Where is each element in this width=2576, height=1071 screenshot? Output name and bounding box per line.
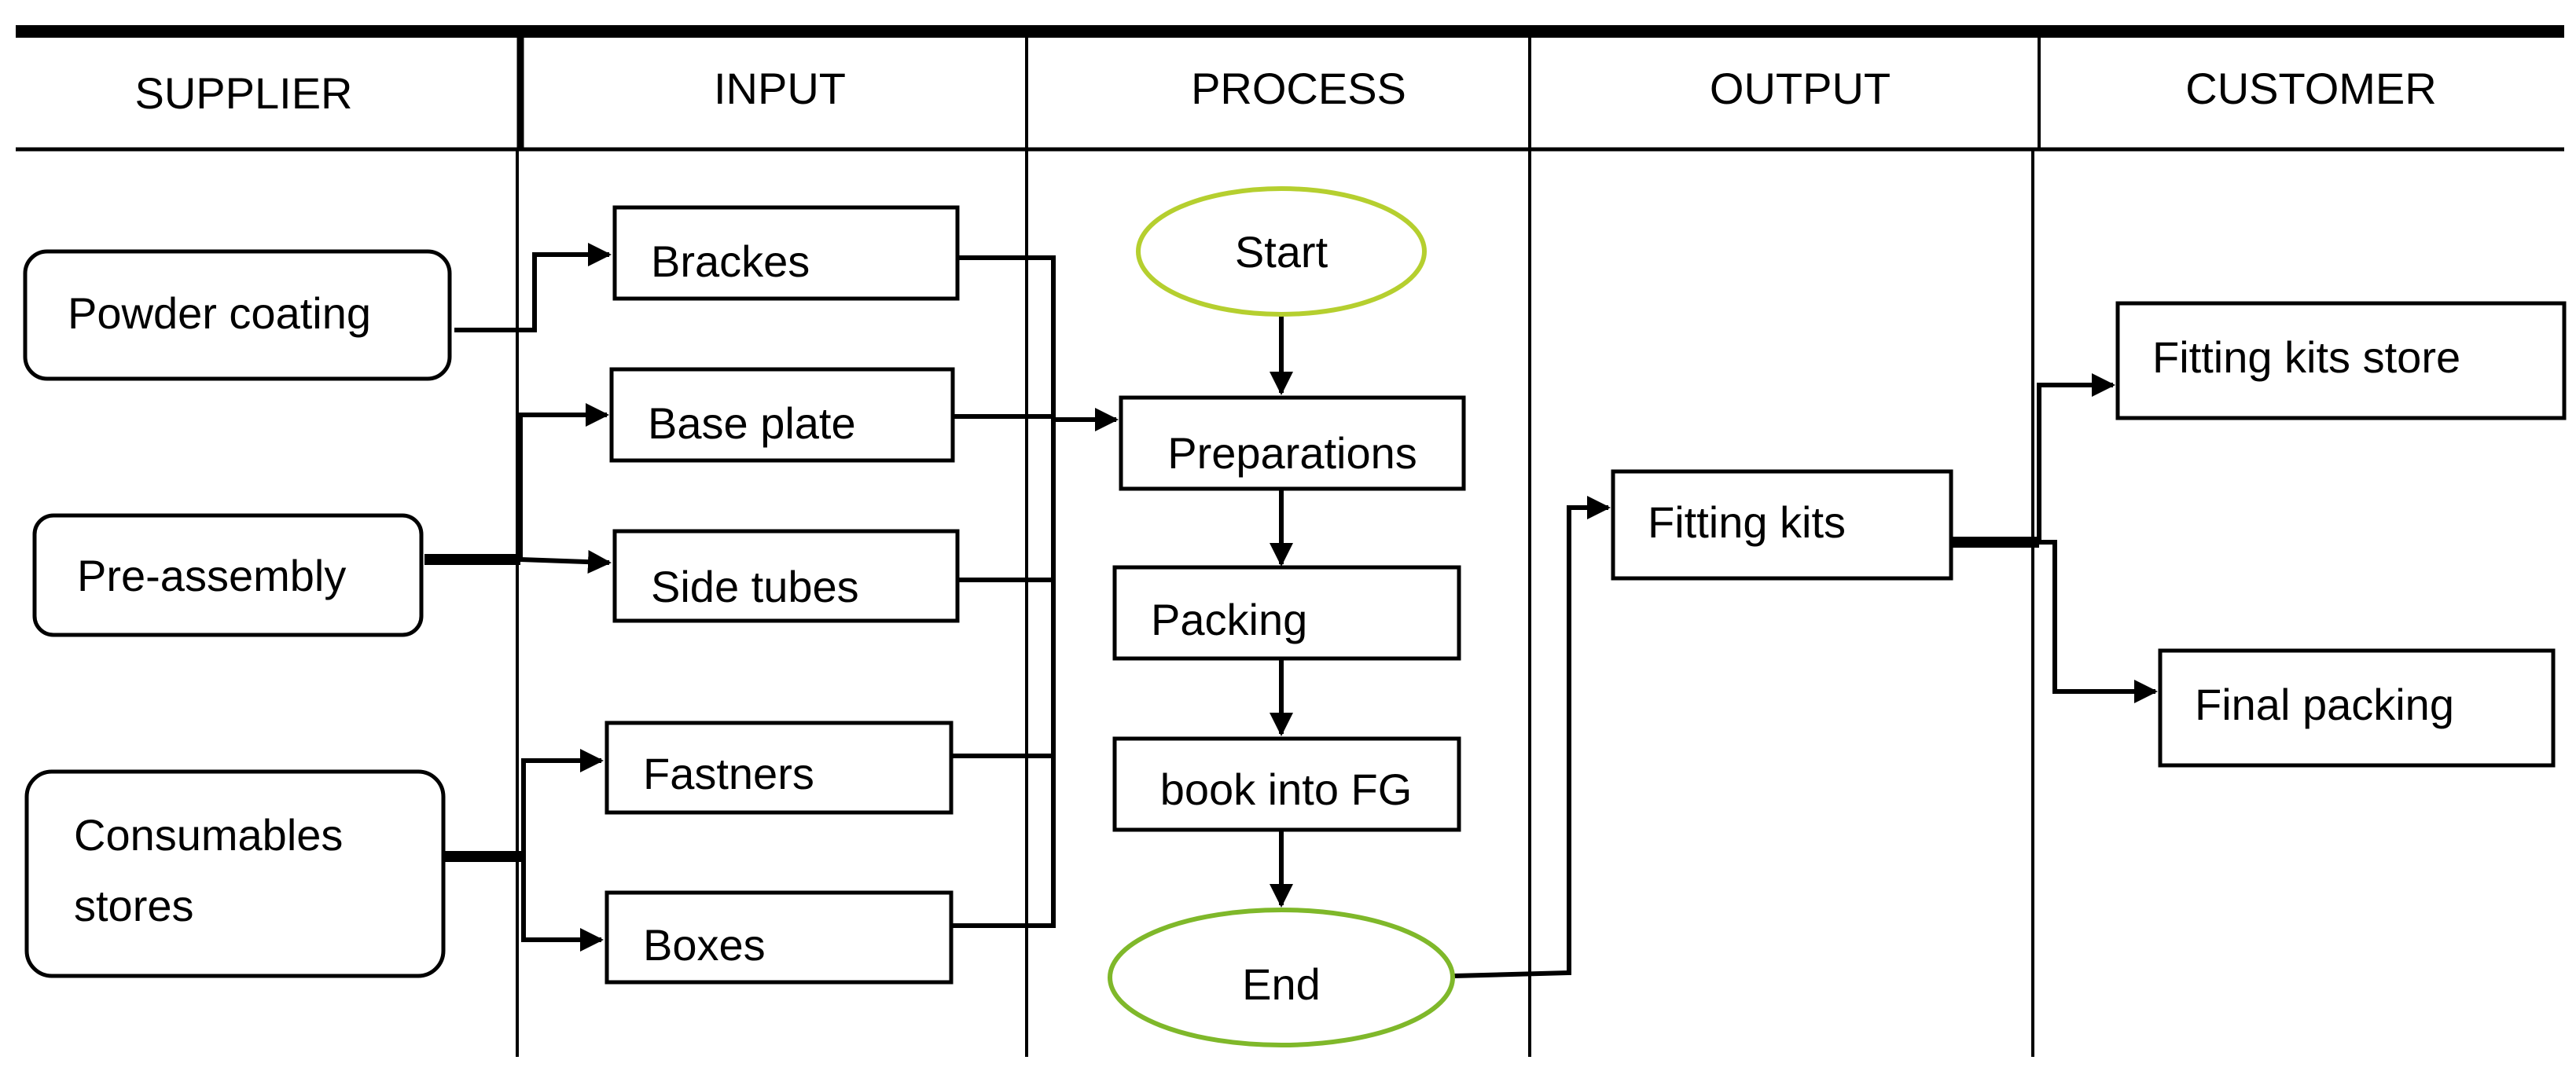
connector-to-fittingkitsstore (2037, 373, 2115, 542)
header-output: OUTPUT (1710, 64, 1891, 113)
output-fitting-kits-label: Fitting kits (1648, 497, 1846, 547)
input-side-tubes-label: Side tubes (651, 562, 859, 611)
header-process: PROCESS (1191, 64, 1406, 113)
input-boxes: Boxes (604, 890, 954, 985)
process-end-label: End (1242, 959, 1321, 1009)
process-preparations: Preparations (1119, 395, 1466, 491)
process-packing: Packing (1112, 565, 1461, 661)
output-fitting-kits: Fitting kits (1611, 469, 1953, 581)
connector-to-finalpacking (2039, 540, 2158, 703)
connector-preassembly-to-baseplate (518, 403, 609, 559)
header-input: INPUT (714, 64, 846, 113)
supplier-pre-assembly: Pre-assembly (32, 513, 424, 637)
start-ellipse (1136, 186, 1427, 317)
input-fastners-label: Fastners (643, 749, 814, 798)
connector-powder-to-brackes (454, 243, 612, 332)
supplier-consumables-label-line2: stores (74, 881, 194, 930)
input-brackes-label: Brackes (651, 237, 810, 286)
supplier-powder-coating: Powder coating (23, 249, 452, 381)
connector-consumables-to-fastners (521, 749, 604, 856)
input-fastners: Fastners (604, 721, 954, 815)
input-base-plate: Base plate (609, 367, 955, 463)
process-preparations-label: Preparations (1167, 428, 1417, 478)
input-base-plate-label: Base plate (648, 398, 856, 448)
process-start-label: Start (1235, 227, 1328, 277)
customer-fitting-kits-store: Fitting kits store (2115, 301, 2567, 420)
header-supplier: SUPPLIER (135, 68, 353, 118)
input-side-tubes: Side tubes (612, 529, 960, 623)
process-end: End (1108, 908, 1455, 1047)
process-book-into-fg-label: book into FG (1160, 765, 1413, 814)
connector-end-to-fittingkits (1453, 496, 1611, 978)
end-ellipse (1108, 908, 1455, 1047)
customer-fitting-kits-store-label: Fitting kits store (2152, 332, 2460, 382)
customer-final-packing: Final packing (2158, 648, 2556, 768)
supplier-consumables-label-line1: Consumables (74, 810, 343, 860)
customer-final-packing-label: Final packing (2195, 680, 2454, 729)
supplier-pre-assembly-label: Pre-assembly (77, 551, 346, 600)
process-start: Start (1136, 186, 1427, 317)
process-packing-label: Packing (1151, 595, 1307, 644)
connector-preassembly-to-sidetubes (520, 550, 612, 574)
supplier-consumables-stores: Consumables stores (24, 769, 446, 978)
header-customer: CUSTOMER (2185, 64, 2436, 113)
input-collector-bus (951, 255, 1056, 928)
connector-consumables-to-boxes (521, 856, 604, 952)
input-boxes-label: Boxes (643, 920, 766, 970)
input-brackes: Brackes (612, 205, 960, 301)
supplier-powder-coating-label: Powder coating (68, 288, 371, 338)
process-book-into-fg: book into FG (1112, 736, 1461, 832)
